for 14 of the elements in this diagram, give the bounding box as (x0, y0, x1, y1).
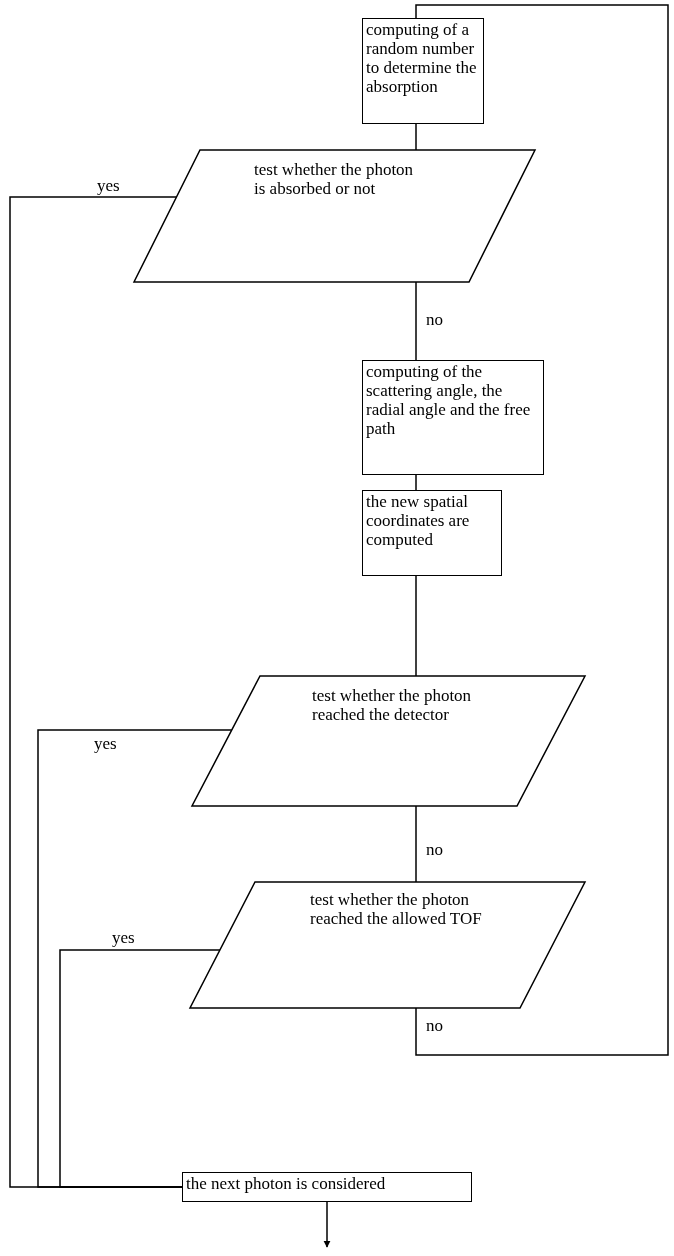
process-box: the new spatial coordinates are computed (362, 490, 502, 576)
decision-text: test whether the photon reached the detector (312, 686, 473, 724)
process-box: the next photon is considered (182, 1172, 472, 1202)
connector-line (415, 575, 417, 677)
connector-line (415, 281, 417, 361)
connector-line (415, 4, 669, 1056)
connector-line (415, 474, 417, 491)
decision-text: test whether the photon is absorbed or not (254, 160, 414, 198)
arrow (323, 1201, 331, 1248)
process-box: computing of a random number to determine the absorption (362, 18, 484, 124)
connector-line (415, 805, 417, 883)
process-box: computing of the scattering angle, the radial angle and the free path (362, 360, 544, 475)
decision-text: test whether the photon reached the allowed TOF (310, 890, 483, 928)
connector-line (415, 123, 417, 151)
